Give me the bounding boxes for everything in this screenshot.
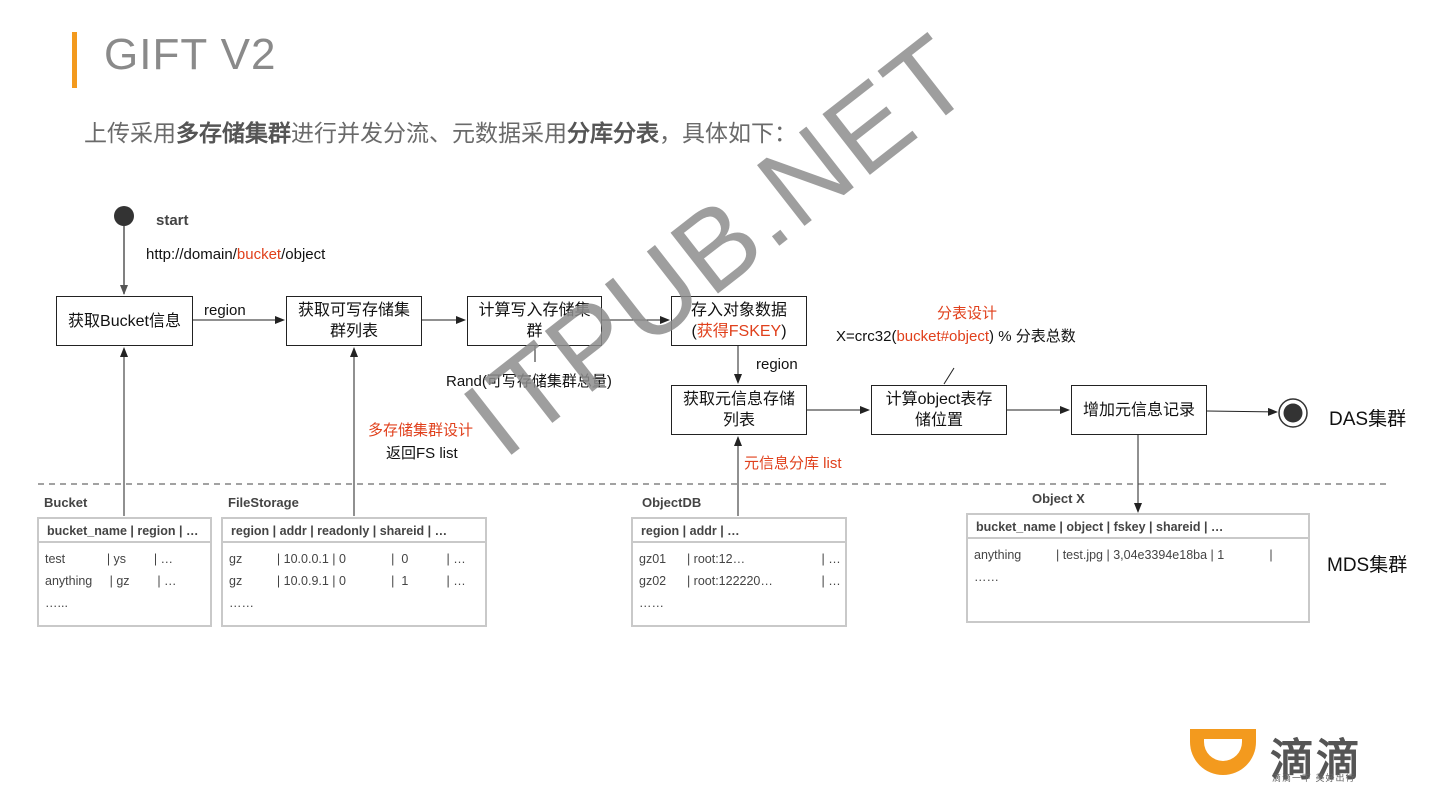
table-bucket: bucket_name | region | … test | ys | … a…	[37, 517, 212, 627]
return-fs-list-label: 返回FS list	[386, 445, 458, 462]
box-get-bucket: 获取Bucket信息	[56, 296, 193, 346]
table-row: ……	[229, 596, 254, 610]
table-caption-bucket: Bucket	[44, 495, 88, 510]
table-header: bucket_name | region | …	[39, 519, 210, 543]
url-label: http://domain/bucket/object	[146, 246, 326, 263]
box-add-meta-record: 增加元信息记录	[1071, 385, 1207, 435]
rand-label: Rand(可写存储集群总量)	[446, 373, 612, 390]
table-header: region | addr | readonly | shareid | …	[223, 519, 485, 543]
meta-db-list-label: 元信息分库 list	[744, 455, 842, 472]
logo-name: 滴滴	[1270, 736, 1362, 785]
box-calc-write-cluster: 计算写入存储集群	[467, 296, 602, 346]
multi-cluster-design-label: 多存储集群设计	[368, 422, 474, 439]
table-objectdb: region | addr | … gz01 | root:12… | … gz…	[631, 517, 847, 627]
table-row: gz01 | root:12… | …	[639, 552, 841, 566]
table-header: bucket_name | object | fskey | shareid |…	[968, 515, 1308, 539]
box-get-writable-clusters: 获取可写存储集群列表	[286, 296, 422, 346]
table-row: anything | gz | …	[45, 574, 177, 588]
page-title: GIFT V2	[104, 30, 277, 79]
das-cluster-label: DAS集群	[1329, 409, 1407, 430]
table-caption-objectx: Object X	[1032, 491, 1085, 506]
formula-label: X=crc32(bucket#object) % 分表总数	[836, 328, 1076, 345]
box-store-object: 存入对象数据 (获得FSKEY)	[671, 296, 807, 346]
table-row: gz02 | root:122220… | …	[639, 574, 841, 588]
box-calc-object-location: 计算object表存储位置	[871, 385, 1007, 435]
edge-label-region-2: region	[756, 356, 798, 373]
table-row: test | ys | …	[45, 552, 174, 566]
table-row: ……	[974, 570, 999, 584]
start-node	[114, 206, 134, 226]
edge-label-region: region	[204, 302, 246, 319]
page-subtitle: 上传采用多存储集群进行并发分流、元数据采用分库分表，具体如下：	[84, 120, 797, 146]
logo-slogan: 滴滴一下 美好出行	[1272, 773, 1356, 783]
table-caption-filestorage: FileStorage	[228, 495, 299, 510]
table-row: ……	[639, 596, 664, 610]
table-caption-objectdb: ObjectDB	[642, 495, 702, 510]
mds-cluster-label: MDS集群	[1327, 555, 1408, 576]
table-objectx: bucket_name | object | fskey | shareid |…	[966, 513, 1310, 623]
table-header: region | addr | …	[633, 519, 845, 543]
title-accent-bar	[72, 32, 77, 88]
box-get-meta-list: 获取元信息存储列表	[671, 385, 807, 435]
table-row: gz | 10.0.0.1 | 0 | 0 | …	[229, 552, 466, 566]
table-design-label: 分表设计	[937, 305, 998, 322]
table-row: …...	[45, 596, 68, 610]
start-label: start	[156, 212, 189, 229]
table-row: anything | test.jpg | 3,04e3394e18ba | 1…	[974, 548, 1273, 562]
table-row: gz | 10.0.9.1 | 0 | 1 | …	[229, 574, 466, 588]
table-filestorage: region | addr | readonly | shareid | … g…	[221, 517, 487, 627]
